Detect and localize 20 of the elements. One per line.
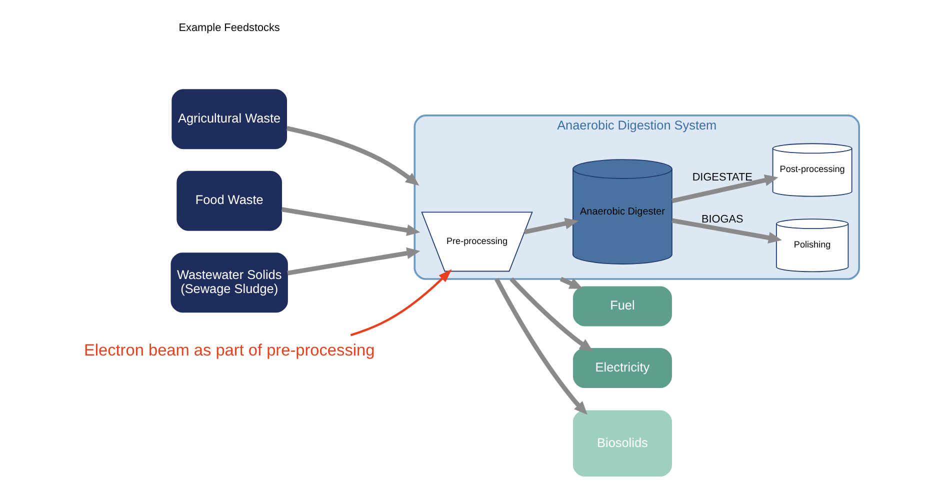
node-box: Biosolids xyxy=(572,410,672,477)
arrow xyxy=(672,174,778,204)
arrow xyxy=(281,207,420,236)
arrow xyxy=(560,276,584,289)
edge-label: BIOGAS xyxy=(702,213,744,226)
arrow xyxy=(350,269,452,336)
arrow xyxy=(287,247,420,276)
edge-label: DIGESTATE xyxy=(692,172,752,184)
arrow xyxy=(510,277,594,352)
node-box: Food Waste xyxy=(176,170,282,231)
arrow xyxy=(286,126,420,186)
label: Example Feedstocks xyxy=(178,22,280,34)
node-box: Electricity xyxy=(572,348,672,388)
node-box: Fuel xyxy=(572,286,672,326)
node-text: Electron beam as part of pre-processing xyxy=(84,342,375,360)
node-box: Agricultural Waste xyxy=(172,89,288,150)
node-box: Wastewater Solids (Sewage Sludge) xyxy=(170,252,288,313)
arrow xyxy=(524,218,578,234)
arrow xyxy=(672,218,782,244)
arrow xyxy=(494,278,588,415)
